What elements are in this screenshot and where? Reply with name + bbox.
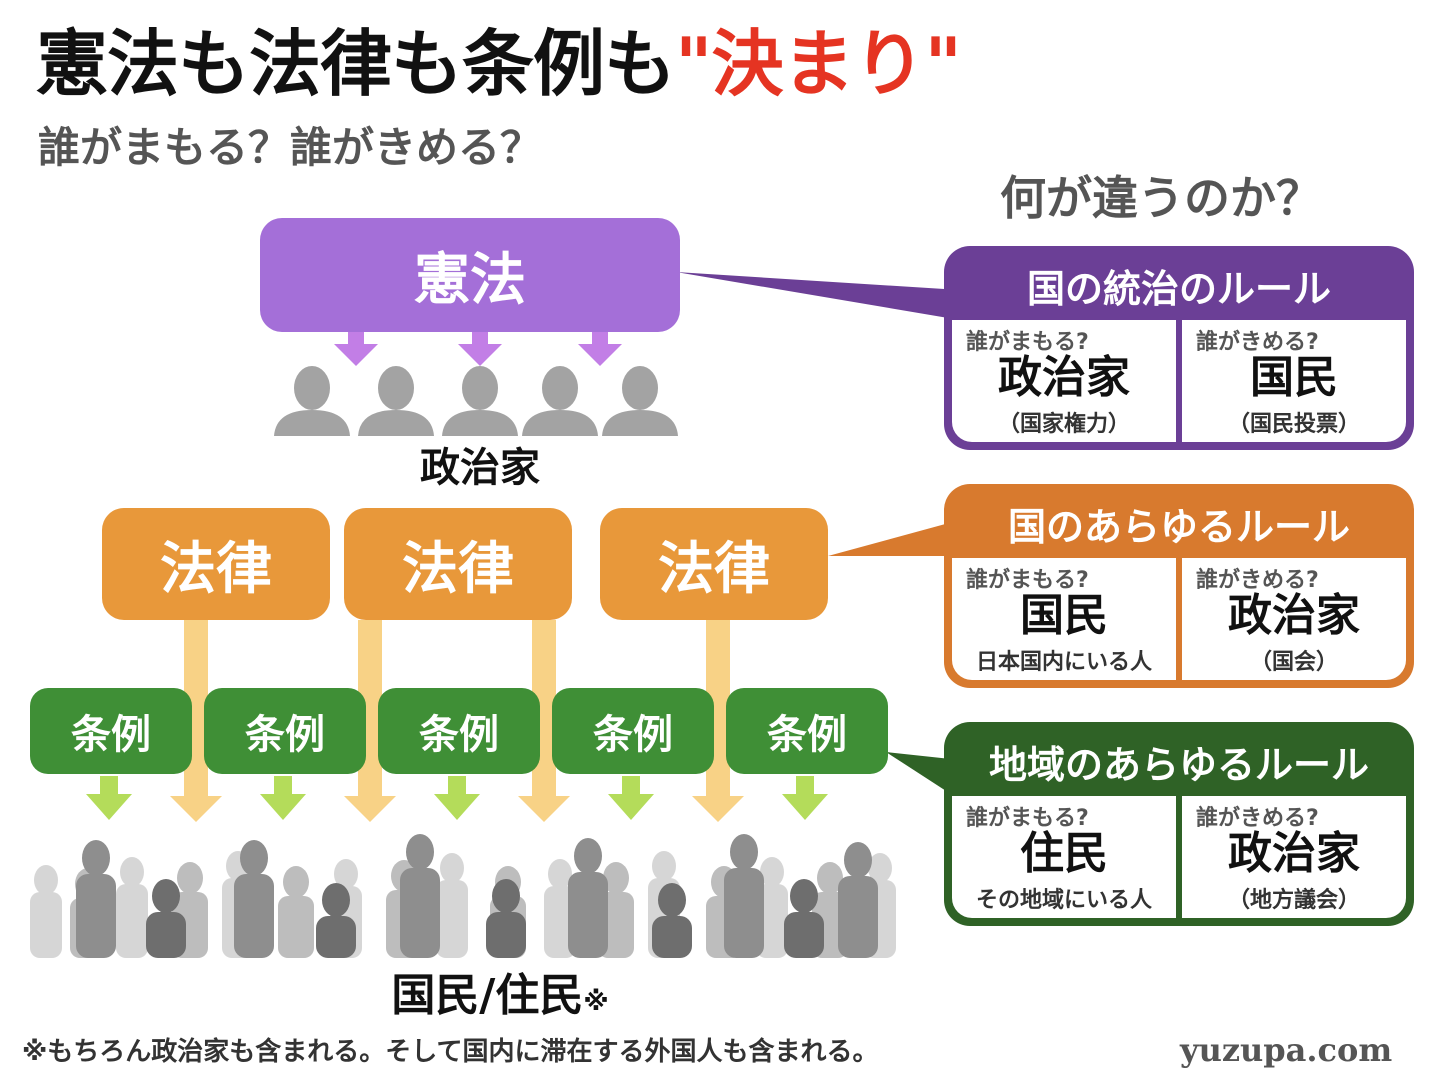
kenpo-protect-question: 誰がまもる? (966, 330, 1089, 355)
jorei-box-5: 条例 (726, 688, 888, 774)
jorei-box-3: 条例 (378, 688, 540, 774)
horitsu-info-card: 国のあらゆるルール 誰がまもる? 国民 日本国内にいる人 誰がきめる? 政治家 … (944, 484, 1414, 688)
footnote: ※もちろん政治家も含まれる。そして国内に滞在する外国人も含まれる。 (22, 1037, 879, 1067)
page-subtitle: 誰がまもる？誰がきめる？ (38, 123, 543, 172)
down-arrow-icon (458, 332, 502, 366)
jorei-card-title: 地域のあらゆるルール (988, 742, 1369, 787)
jorei-decide-note: （地方議会） (1227, 888, 1360, 913)
horitsu-card-title: 国のあらゆるルール (1007, 504, 1350, 549)
down-arrow-icon (782, 776, 828, 820)
title-main: 憲法も法律も条例も (36, 22, 676, 106)
title-highlight: "決まり" (675, 22, 962, 106)
horitsu-decide-cell: 誰がきめる? 政治家 （国会） (1176, 558, 1406, 680)
crowd-silhouette-icon (30, 834, 896, 958)
jorei-callout-wedge (886, 752, 960, 800)
horitsu-decide-note: （国会） (1249, 650, 1338, 675)
jorei-protect-answer: 住民 (1020, 828, 1108, 879)
person-silhouette-icon (602, 366, 678, 436)
people-label-text: 国民/住民 (391, 970, 584, 1021)
kenpo-card-body: 誰がまもる? 政治家 （国家権力） 誰がきめる? 国民 （国民投票） (952, 320, 1406, 442)
person-silhouette-icon (274, 366, 350, 436)
jorei-decide-answer: 政治家 (1228, 828, 1360, 879)
horitsu-box-3: 法律 (600, 508, 828, 620)
down-arrow-icon (86, 776, 132, 820)
person-silhouette-icon (358, 366, 434, 436)
jorei-decide-cell: 誰がきめる? 政治家 （地方議会） (1176, 796, 1406, 918)
jorei-protect-question: 誰がまもる? (966, 806, 1089, 831)
kenpo-protect-answer: 政治家 (998, 352, 1130, 403)
horitsu-protect-cell: 誰がまもる? 国民 日本国内にいる人 (952, 558, 1176, 680)
kenpo-card-title: 国の統治のルール (1026, 266, 1331, 311)
jorei-info-card: 地域のあらゆるルール 誰がまもる? 住民 その地域にいる人 誰がきめる? 政治家… (944, 722, 1414, 926)
down-arrow-icon (608, 776, 654, 820)
jorei-box-1: 条例 (30, 688, 192, 774)
kenpo-protect-note: （国家権力） (997, 412, 1130, 437)
horitsu-card-body: 誰がまもる? 国民 日本国内にいる人 誰がきめる? 政治家 （国会） (952, 558, 1406, 680)
people-label-mark: ※ (583, 987, 609, 1017)
politician-silhouettes (274, 366, 678, 436)
person-silhouette-icon (522, 366, 598, 436)
horitsu-protect-note: 日本国内にいる人 (975, 650, 1152, 675)
down-arrow-icon (260, 776, 306, 820)
site-watermark: yuzupa.com (1180, 1031, 1393, 1069)
jorei-box-2: 条例 (204, 688, 366, 774)
people-label: 国民/住民※ (300, 966, 700, 1032)
jorei-card-body: 誰がまもる? 住民 その地域にいる人 誰がきめる? 政治家 （地方議会） (952, 796, 1406, 918)
horitsu-decide-question: 誰がきめる? (1196, 568, 1319, 593)
jorei-arrows (86, 776, 828, 820)
politician-label: 政治家 (420, 445, 540, 491)
horitsu-decide-answer: 政治家 (1228, 590, 1360, 641)
horitsu-callout-wedge (828, 520, 960, 556)
horitsu-box-1: 法律 (102, 508, 330, 620)
kenpo-decide-cell: 誰がきめる? 国民 （国民投票） (1176, 320, 1406, 442)
horitsu-box-2: 法律 (344, 508, 572, 620)
page-title: 憲法も法律も条例も"決まり" (36, 14, 962, 114)
kenpo-protect-cell: 誰がまもる? 政治家 （国家権力） (952, 320, 1176, 442)
down-arrow-icon (334, 332, 378, 366)
kenpo-callout-wedge (676, 272, 960, 320)
horitsu-protect-question: 誰がまもる? (966, 568, 1089, 593)
horitsu-protect-answer: 国民 (1020, 590, 1108, 641)
kenpo-decide-question: 誰がきめる? (1196, 330, 1319, 355)
down-arrow-icon (578, 332, 622, 366)
comparison-question: 何が違うのか？ (1000, 171, 1322, 225)
jorei-decide-question: 誰がきめる? (1196, 806, 1319, 831)
jorei-box-4: 条例 (552, 688, 714, 774)
kenpo-decide-note: （国民投票） (1227, 412, 1360, 437)
down-arrow-icon (434, 776, 480, 820)
kenpo-box: 憲法 (260, 218, 680, 332)
jorei-protect-cell: 誰がまもる? 住民 その地域にいる人 (952, 796, 1176, 918)
kenpo-decide-answer: 国民 (1250, 352, 1338, 403)
kenpo-info-card: 国の統治のルール 誰がまもる? 政治家 （国家権力） 誰がきめる? 国民 （国民… (944, 246, 1414, 450)
person-silhouette-icon (442, 366, 518, 436)
kenpo-arrows (334, 332, 622, 366)
jorei-protect-note: その地域にいる人 (975, 888, 1152, 913)
